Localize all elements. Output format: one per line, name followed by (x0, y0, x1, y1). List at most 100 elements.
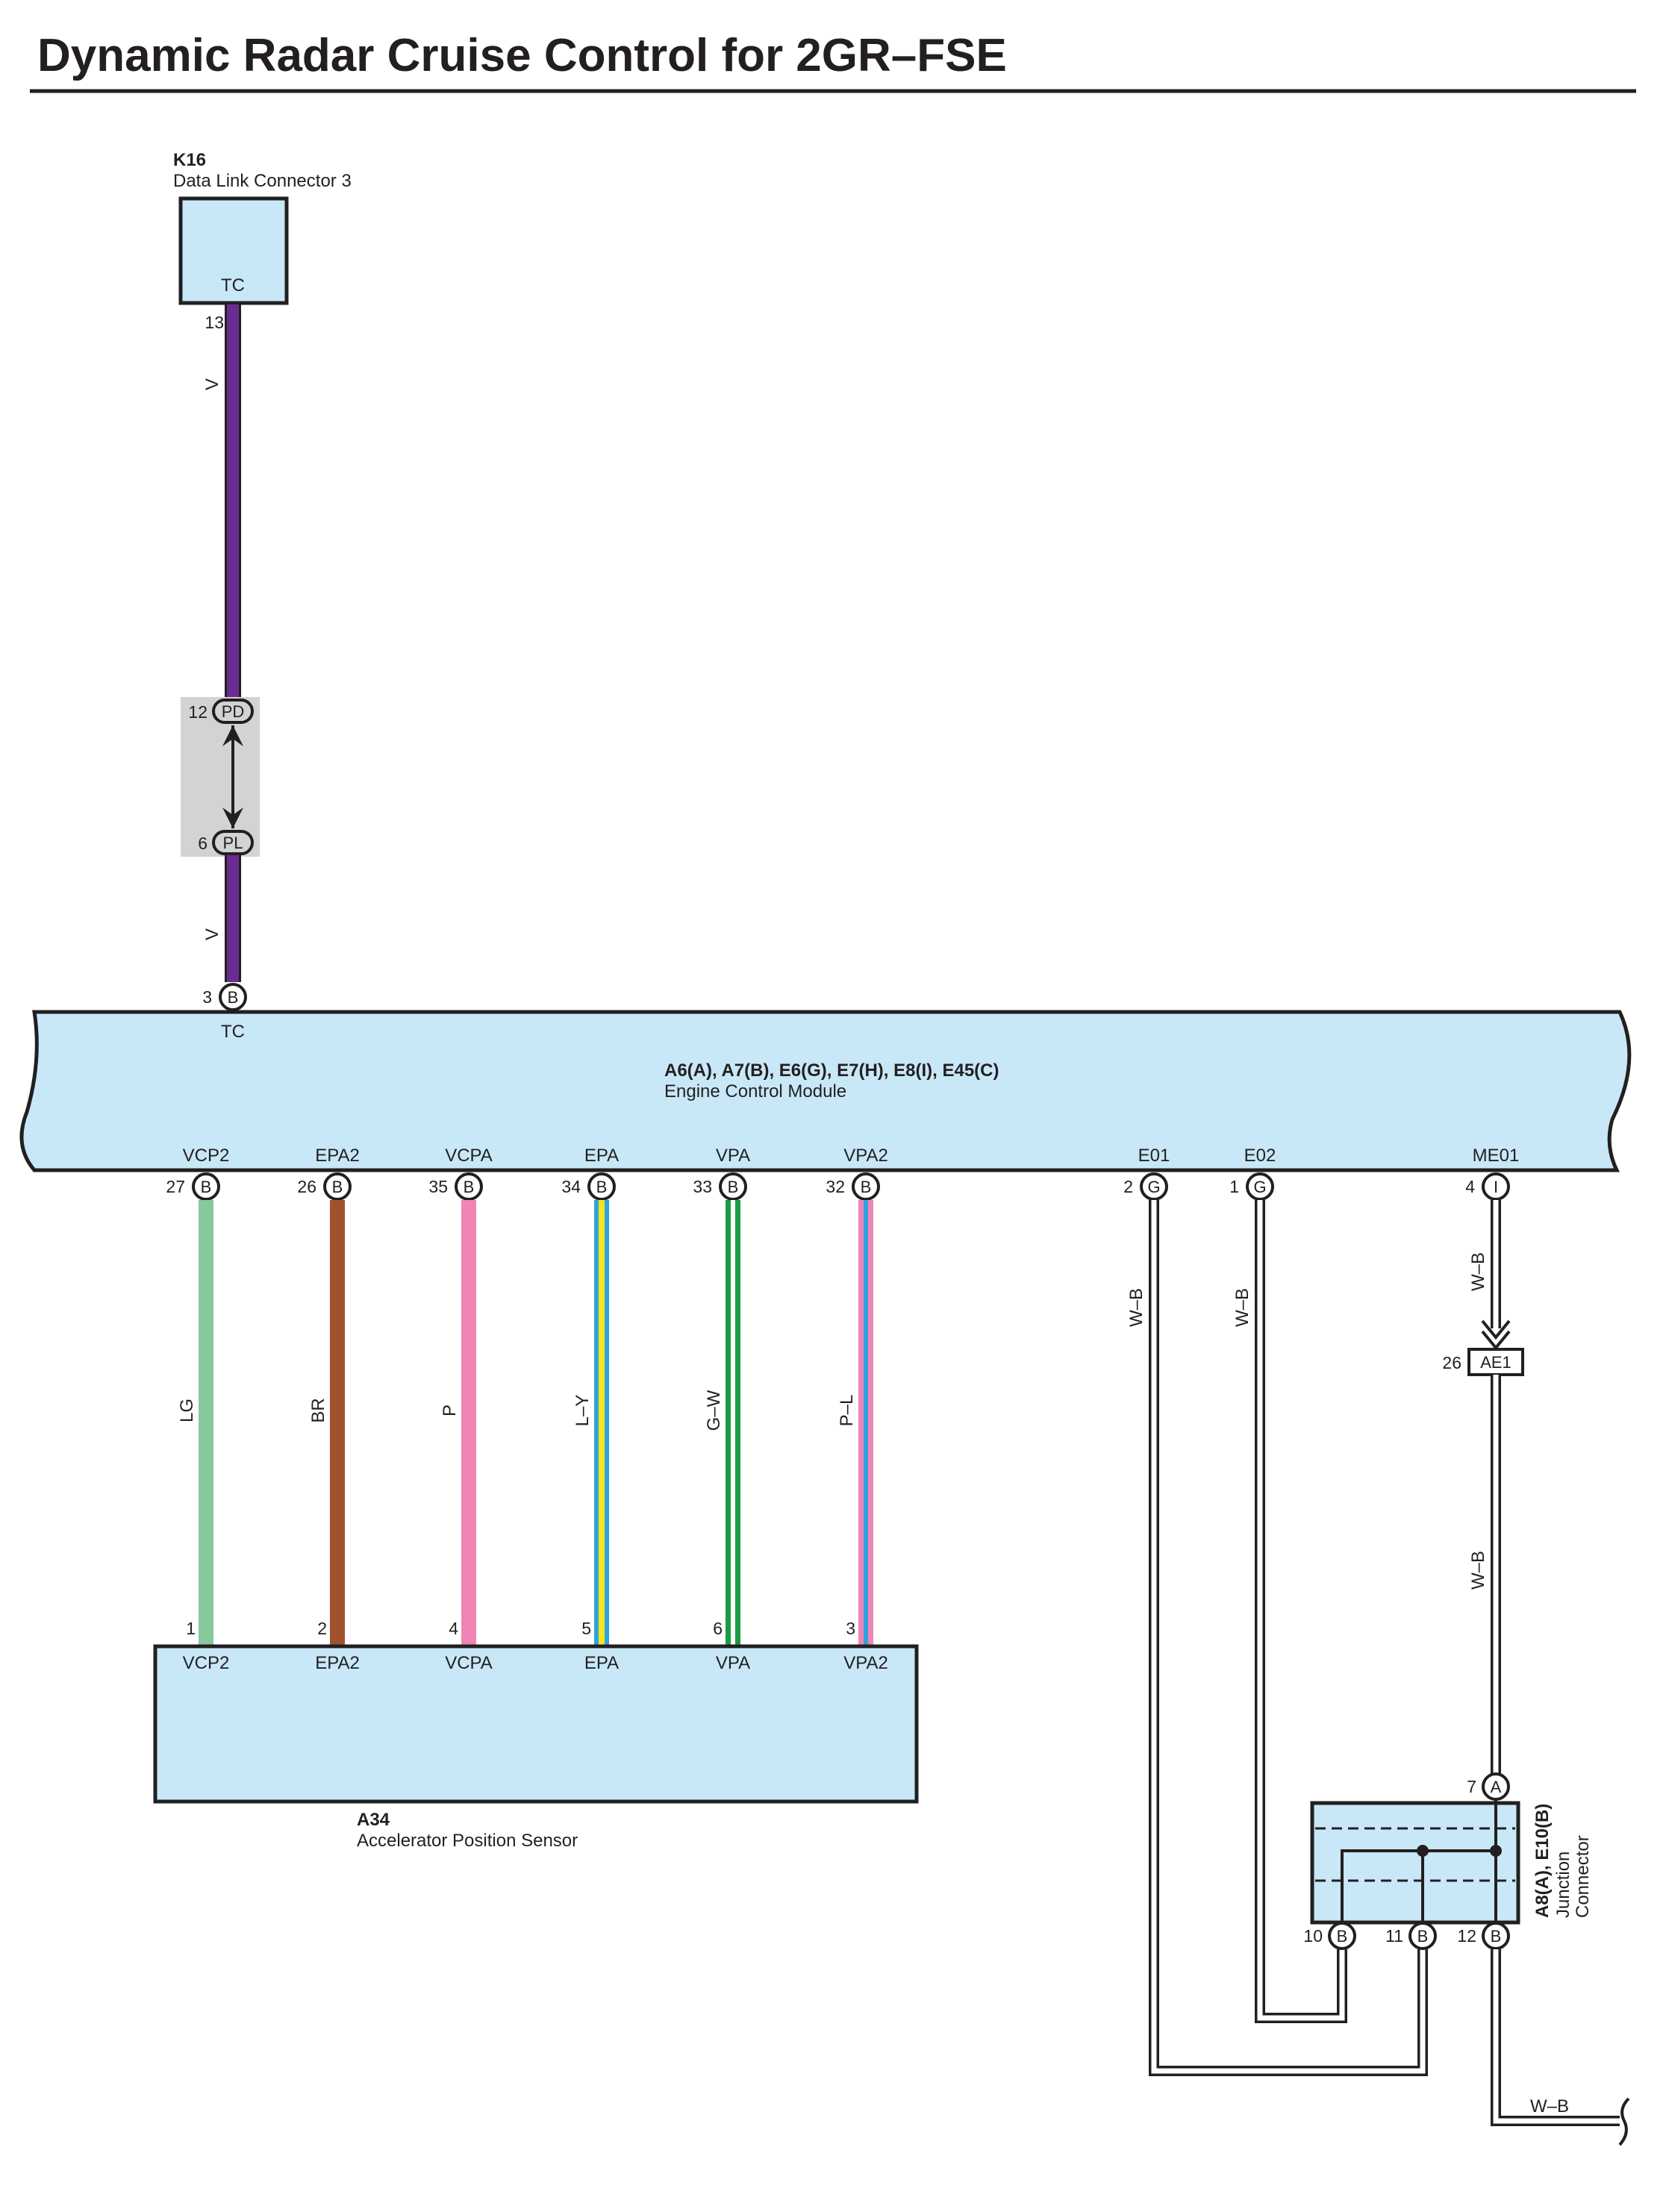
ecm-terminal-label: VPA2 (843, 1146, 888, 1166)
ecm-pin-number: 1 (1229, 1177, 1239, 1196)
ecm-terminal-label: E01 (1138, 1146, 1170, 1166)
wire-me01-upper-color: W–B (1468, 1252, 1488, 1291)
wire-g-w-color: G–W (704, 1390, 724, 1431)
ecm-tc-pin-circle[interactable] (219, 983, 247, 1011)
ecm-code: A6(A), A7(B), E6(G), E7(H), E8(I), E45(C… (664, 1060, 999, 1081)
junction-pin-circle[interactable] (1408, 1922, 1437, 1950)
ecm-pin-conn: B (861, 1178, 872, 1196)
ecm-pin-conn: I (1494, 1178, 1498, 1196)
junction-pl-pill[interactable] (212, 830, 254, 855)
ecm-pin-number: 4 (1465, 1177, 1475, 1196)
wire-ground-out[interactable] (1493, 1949, 1620, 2124)
wire-g-w-stripe (731, 1200, 735, 1645)
junction-bus-horizontal (1341, 1849, 1496, 1922)
ecm-pin-circle[interactable] (1246, 1172, 1274, 1201)
aps-pin-number: 5 (581, 1619, 591, 1638)
ecm-name: Engine Control Module (664, 1081, 846, 1102)
ecm-pin-circle[interactable] (323, 1172, 352, 1201)
ecm-terminal-me01: ME01 I 4 (1465, 1146, 1519, 1201)
ecm-terminal-epa: EPA B 34 (561, 1146, 619, 1201)
ecm-pin-number: 26 (297, 1177, 316, 1196)
aps-terminal-epa2: 2 EPA2 (315, 1619, 360, 1673)
ecm-terminal-label: VPA (716, 1146, 750, 1166)
aps-box[interactable] (153, 1644, 919, 1804)
dlc-code: K16 (173, 150, 206, 170)
aps-terminal-label: VPA2 (843, 1653, 888, 1673)
junction-pd-pin: 12 (188, 702, 208, 722)
ecm-terminal-label: VCP2 (183, 1146, 230, 1166)
wire-me01-lower-color: W–B (1468, 1551, 1488, 1590)
wire-br-color: BR (308, 1398, 328, 1422)
ae1-pin: 26 (1442, 1353, 1461, 1372)
aps-pin-number: 1 (186, 1619, 196, 1638)
ecm-pin-number: 2 (1123, 1177, 1133, 1196)
ecm-pin-number: 33 (693, 1177, 712, 1196)
junction-pd-pill[interactable] (212, 699, 254, 724)
ecm-pin-number: 32 (826, 1177, 845, 1196)
ae1-code: AE1 (1480, 1353, 1511, 1372)
ecm-pin-circle[interactable] (1140, 1172, 1168, 1201)
junction-pin-conn: B (1337, 1927, 1348, 1946)
continuation-break-icon (1618, 2097, 1630, 2146)
aps-terminal-label: VCP2 (183, 1653, 230, 1673)
wire-p-l[interactable] (858, 1200, 873, 1645)
arrow-down-icon (222, 807, 243, 828)
wire-p-l-stripe (864, 1200, 868, 1645)
aps-terminal-epa: 5 EPA (581, 1619, 619, 1673)
wire-tc-lower-color: V (202, 928, 222, 940)
ecm-pin-conn: B (464, 1178, 475, 1196)
ecm-pin-circle[interactable] (455, 1172, 483, 1201)
wire-l-y[interactable] (594, 1200, 609, 1645)
junction-pl-pin: 6 (198, 834, 208, 853)
wire-e02[interactable] (1257, 1200, 1345, 2021)
wire-e01-outline (1149, 1200, 1428, 2076)
junction-pin-number: 10 (1303, 1926, 1323, 1946)
ecm-terminal-epa2: EPA2 B 26 (297, 1146, 360, 1201)
junction-code: A8(A), E10(B) (1532, 1804, 1553, 1918)
junction-pin-11: B 11 (1385, 1922, 1437, 1950)
ecm-pin-conn: G (1147, 1178, 1160, 1196)
junction-top-pin-circle[interactable] (1482, 1772, 1510, 1801)
wire-lg[interactable] (199, 1200, 213, 1645)
wire-l-y-stripe (599, 1200, 605, 1645)
dlc-name: Data Link Connector 3 (173, 171, 352, 191)
ecm-pin-circle[interactable] (192, 1172, 220, 1201)
ecm-pin-circle[interactable] (719, 1172, 747, 1201)
aps-terminal-vcp2: 1 VCP2 (183, 1619, 230, 1673)
ecm-terminal-label: E02 (1244, 1146, 1276, 1166)
ecm-pin-circle[interactable] (1482, 1172, 1510, 1201)
junction-pin-circle[interactable] (1328, 1922, 1356, 1950)
junction-pin-number: 11 (1385, 1926, 1403, 1946)
wire-e01[interactable] (1151, 1200, 1426, 2074)
ecm-box[interactable] (19, 1010, 1632, 1172)
aps-pin-number: 6 (713, 1619, 723, 1638)
junction-pd-pl-shade (181, 697, 260, 857)
ecm-pin-number: 34 (561, 1177, 581, 1196)
ecm-terminal-label: EPA (584, 1146, 619, 1166)
wire-br[interactable] (330, 1200, 345, 1645)
ecm-pin-number: 35 (428, 1177, 448, 1196)
junction-pin-circle[interactable] (1482, 1922, 1510, 1950)
arrow-up-icon (222, 725, 243, 746)
wire-g-w[interactable] (726, 1200, 740, 1645)
ecm-pin-circle[interactable] (852, 1172, 880, 1201)
ecm-pin-conn: B (332, 1178, 343, 1196)
junction-pin-10: B 10 (1303, 1922, 1356, 1950)
junction-connector-box[interactable] (1310, 1801, 1520, 1925)
wire-e01-color: W–B (1126, 1288, 1146, 1327)
wire-p[interactable] (461, 1200, 476, 1645)
aps-code: A34 (357, 1810, 390, 1830)
ecm-pin-circle[interactable] (587, 1172, 616, 1201)
wire-p-color: P (440, 1405, 460, 1416)
junction-pd-code: PD (222, 702, 245, 721)
ecm-terminal-e01: E01 G 2 (1123, 1146, 1170, 1201)
ecm-pin-conn: B (728, 1178, 739, 1196)
junction-name-line1: Junction (1553, 1852, 1573, 1918)
ae1-connector[interactable] (1467, 1348, 1524, 1376)
junction-pin-12: B 12 (1457, 1922, 1510, 1950)
dlc-box[interactable] (178, 196, 289, 305)
ecm-pin-number: 27 (166, 1177, 185, 1196)
ecm-terminal-e02: E02 G 1 (1229, 1146, 1276, 1201)
ecm-tc-pin: 3 (202, 987, 212, 1007)
